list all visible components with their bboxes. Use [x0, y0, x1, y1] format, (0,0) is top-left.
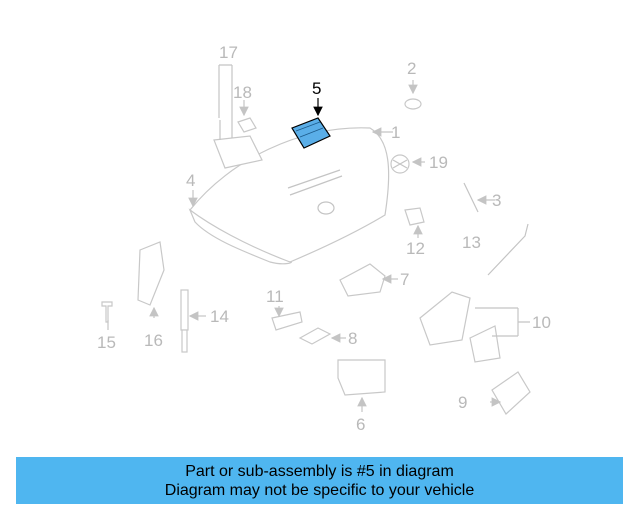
- banner-line-1: Part or sub-assembly is #5 in diagram: [185, 462, 454, 480]
- callout-18: 18: [233, 83, 252, 102]
- callout-10: 10: [532, 313, 551, 332]
- callout-7: 7: [400, 270, 409, 289]
- part-2-grommet: [404, 98, 422, 110]
- callout-1: 1: [391, 123, 400, 142]
- part-6-latch: [337, 359, 386, 396]
- part-5-highlighted[interactable]: [291, 117, 331, 149]
- part-13-rod: [487, 223, 529, 276]
- part-14-strut: [180, 289, 189, 353]
- callout-5: 5: [312, 79, 321, 98]
- callout-2: 2: [407, 59, 416, 78]
- part-12-switch: [404, 207, 425, 226]
- callout-8: 8: [348, 329, 357, 348]
- part-18-bulb: [237, 117, 257, 133]
- leader-lines: [107, 64, 530, 412]
- part-15-bolt: [101, 301, 113, 323]
- callout-3: 3: [492, 191, 501, 210]
- callout-15: 15: [97, 333, 116, 352]
- callout-11: 11: [266, 287, 284, 306]
- part-16-bracket: [137, 241, 165, 306]
- part-17-lock: [213, 118, 263, 169]
- banner-line-2: Diagram may not be specific to your vehi…: [164, 481, 475, 499]
- callout-13: 13: [462, 233, 481, 252]
- part-19-emblem: [390, 154, 410, 174]
- callout-12: 12: [406, 239, 425, 258]
- info-banner: Part or sub-assembly is #5 in diagram Di…: [16, 457, 623, 504]
- callout-16: 16: [144, 331, 163, 350]
- callout-19: 19: [429, 153, 448, 172]
- callout-17: 17: [219, 43, 238, 62]
- part-9-actuator: [491, 371, 531, 415]
- part-10-hinge-assembly: [419, 291, 501, 363]
- callout-9: 9: [458, 393, 467, 412]
- part-7-hinge: [339, 263, 386, 297]
- trunk-lid: [188, 127, 390, 265]
- part-3-strip: [463, 182, 479, 213]
- part-8-pad: [298, 327, 332, 345]
- callout-14: 14: [210, 307, 229, 326]
- callout-4: 4: [186, 171, 195, 190]
- part-11-plug: [271, 311, 303, 331]
- callout-6: 6: [356, 415, 365, 434]
- info-banner-bg: [16, 457, 623, 504]
